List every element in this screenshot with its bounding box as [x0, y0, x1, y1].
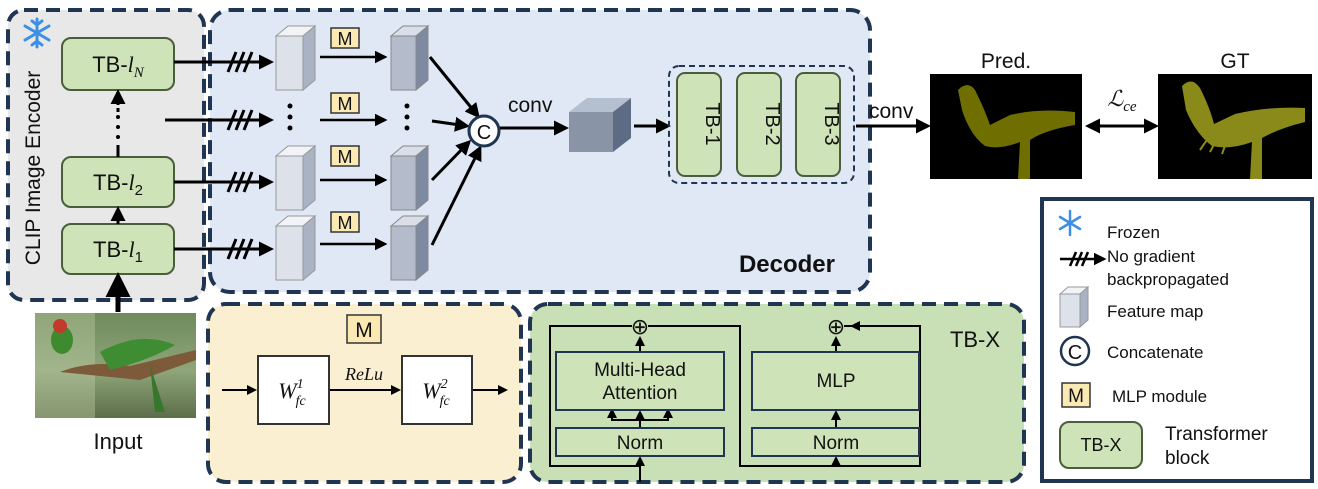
encoder-block-n: TB-lN — [61, 37, 175, 91]
mlp-tag: M — [338, 213, 353, 233]
block-prefix: TB- — [93, 237, 128, 262]
decoder-tb-label: TB-3 — [820, 102, 842, 145]
feature-map-left-1 — [274, 24, 317, 92]
legend-no-grad-2: backpropagated — [1107, 270, 1229, 289]
activation-label: ReLu — [344, 364, 383, 384]
encoder-panel: CLIP Image Encoder TB-lN TB-l2 TB-l1 — [6, 8, 206, 312]
decoder-tb-3: TB-3 — [795, 72, 842, 177]
feature-map-icon — [1058, 285, 1090, 329]
w-sup: 1 — [297, 377, 304, 392]
legend-mlp-module: MLP module — [1112, 387, 1207, 406]
legend-transformer-2: block — [1165, 448, 1210, 469]
w-sub: fc — [440, 394, 451, 409]
loss-subscript: ce — [1123, 99, 1137, 115]
block-prefix: TB- — [93, 170, 128, 195]
norm1-label: Norm — [617, 433, 663, 454]
decoder-tb-1: TB-1 — [676, 72, 723, 177]
w-sub: fc — [296, 394, 307, 409]
decoder-tb-label: TB-1 — [701, 102, 723, 145]
w2-box: W2 fc — [401, 355, 473, 425]
concat-arrows — [428, 56, 482, 246]
w1-box: W1 fc — [257, 355, 330, 425]
concat-icon: C — [1059, 335, 1091, 367]
feature-map-right-dots — [404, 103, 410, 131]
block-sub: N — [133, 65, 145, 81]
no-grad-arrows — [165, 51, 274, 260]
tb-tag-icon: TB-X — [1059, 421, 1143, 469]
snowflake-icon — [23, 17, 51, 49]
fused-feature-cube — [569, 98, 631, 152]
tb-tag: TB-X — [1080, 435, 1121, 455]
block-sub: 2 — [135, 182, 143, 199]
plus-icon: ⊕ — [631, 314, 649, 339]
gt-label: GT — [1220, 50, 1249, 73]
svg-text:TB-lN: TB-lN — [92, 52, 145, 81]
feature-map-right-3 — [389, 214, 430, 282]
w-symbol: W — [278, 378, 298, 403]
pred-image — [930, 74, 1082, 179]
attention-line2: Attention — [603, 383, 678, 404]
plus-icon: ⊕ — [827, 314, 845, 339]
legend: Frozen No gradient backpropagated Featur… — [1040, 197, 1314, 483]
mlp-tag: M — [338, 147, 353, 167]
mlp-tag: M — [1068, 386, 1084, 407]
block-prefix: TB- — [92, 52, 127, 77]
conv-label: conv — [508, 94, 553, 117]
no-grad-icon — [1060, 251, 1107, 267]
snowflake-icon — [1058, 209, 1082, 237]
svg-text:TB-l2: TB-l2 — [93, 170, 143, 199]
encoder-block-2: TB-l2 — [61, 156, 175, 208]
mlp-tag-icon: M — [1061, 382, 1091, 408]
legend-concatenate: Concatenate — [1107, 343, 1203, 362]
svg-text:TB-l1: TB-l1 — [93, 237, 143, 266]
concat-circle: C — [467, 114, 501, 148]
w-sup: 2 — [441, 377, 448, 392]
legend-feature-map: Feature map — [1107, 302, 1203, 321]
mlp-panel-tag: M — [355, 319, 373, 342]
pred-label: Pred. — [981, 50, 1031, 73]
mlp-tags: M M M M — [330, 27, 360, 233]
loss-symbol: ℒ — [1107, 86, 1124, 111]
feature-map-left-3 — [274, 214, 317, 282]
decoder-tb-label: TB-2 — [761, 102, 783, 145]
mlp-arrows — [320, 50, 388, 251]
block-var: l — [128, 237, 134, 262]
feature-map-right-2 — [389, 144, 430, 212]
feature-map-right-1 — [389, 24, 430, 92]
feature-map-left-2 — [274, 144, 317, 212]
encoder-dots — [116, 115, 120, 139]
mlp-tag: M — [338, 94, 353, 114]
legend-no-grad-1: No gradient — [1107, 247, 1195, 266]
block-var: l — [128, 170, 134, 195]
decoder-tb-2: TB-2 — [736, 72, 783, 177]
loss-label: ℒce — [1107, 86, 1137, 115]
concat-symbol: C — [477, 122, 491, 144]
mlp-tag: M — [338, 29, 353, 49]
block-var: l — [128, 52, 134, 77]
gt-image — [1158, 74, 1312, 179]
tb-panel-title: TB-X — [950, 327, 1000, 352]
concat-symbol: C — [1068, 342, 1082, 364]
attention-line1: Multi-Head — [594, 360, 686, 381]
encoder-block-1: TB-l1 — [61, 223, 175, 275]
tb-panel: TB-X Multi-Head Attention Norm ⊕ MLP Nor… — [528, 302, 1026, 484]
w-symbol: W — [422, 378, 442, 403]
decoder-title: Decoder — [739, 251, 835, 278]
block-sub: 1 — [135, 249, 143, 266]
out-conv-label: conv — [869, 100, 914, 123]
input-label: Input — [94, 429, 143, 454]
encoder-title: CLIP Image Encoder — [22, 71, 45, 266]
decoder-tb-group: TB-1 TB-2 TB-3 — [668, 65, 855, 184]
legend-frozen: Frozen — [1107, 223, 1160, 242]
tb-mlp-label: MLP — [816, 371, 855, 392]
input-image — [35, 313, 196, 418]
norm2-label: Norm — [813, 433, 859, 454]
feature-map-left-dots — [287, 103, 293, 131]
legend-transformer-1: Transformer — [1165, 424, 1268, 445]
